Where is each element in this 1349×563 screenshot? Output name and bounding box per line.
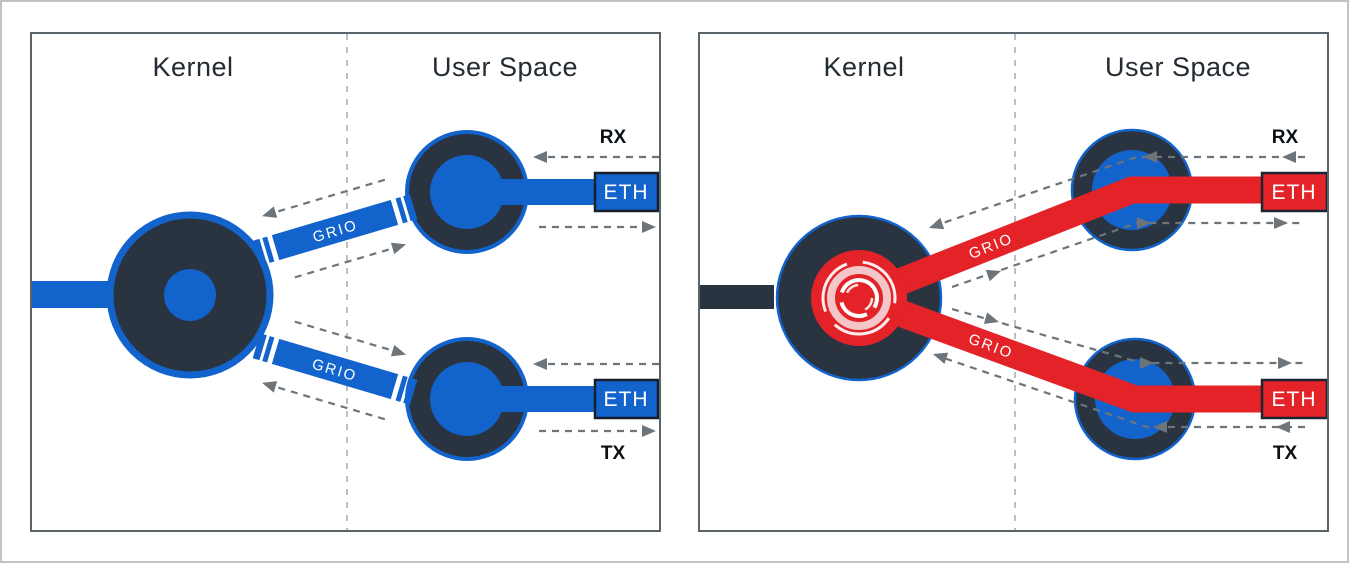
eth-badge-top-label: ETH — [604, 181, 649, 204]
user-space-title: User Space — [432, 52, 578, 82]
arrowhead-icon — [1278, 357, 1292, 369]
grio-pipe-dash — [395, 197, 408, 224]
grio-pipe-dash — [403, 377, 418, 405]
grio-pipe-dash — [262, 236, 275, 263]
arrowhead-icon — [1274, 217, 1288, 229]
grio-pipe-dash — [252, 333, 267, 361]
rx-flow-path-top — [930, 155, 1305, 229]
kernel-core-dot — [164, 269, 216, 321]
panel-right: Kernel User Space GRIO — [698, 32, 1329, 532]
arrowhead-icon — [262, 381, 278, 393]
tx-label: TX — [601, 443, 626, 464]
grio-flow-to-user-arrow — [294, 320, 399, 354]
eth-badge-top — [593, 171, 659, 213]
user-space-title: User Space — [1105, 52, 1251, 82]
grio-pipe-bottom: GRIO — [252, 320, 418, 421]
panel-left: Kernel User Space ETH ETH — [30, 32, 661, 532]
eth-badge-bottom-label: ETH — [604, 388, 649, 411]
kernel-title: Kernel — [823, 52, 904, 82]
vortex-ring — [839, 278, 879, 318]
kernel-stub-pipe — [700, 285, 774, 309]
grio-flow-to-kernel-arrow — [269, 178, 386, 215]
panel-right-canvas: Kernel User Space GRIO — [700, 34, 1327, 530]
grio-pipe-body — [271, 199, 399, 261]
eth-badge-bottom-label: ETH — [1272, 388, 1317, 411]
arrowhead-icon — [642, 221, 656, 233]
arrowhead-icon — [983, 312, 999, 324]
vortex-icon — [811, 250, 907, 346]
eth-badge-bottom — [1260, 378, 1327, 420]
arrowhead-icon — [642, 425, 656, 437]
eth-badge-top — [1260, 171, 1327, 213]
grio-flow-to-user-arrow — [294, 245, 399, 279]
vortex-outer — [811, 250, 907, 346]
grio-pipe-dash — [262, 336, 275, 363]
grio-bypass-pipe-top — [854, 176, 1327, 311]
rx-label: RX — [600, 127, 627, 148]
grio-pipe-dash — [403, 194, 418, 222]
eth-badge-top-label: ETH — [1272, 181, 1317, 204]
rx-label: RX — [1272, 127, 1299, 148]
arrowhead-icon — [1282, 151, 1296, 163]
eth-badge-bottom — [593, 378, 659, 420]
arrowhead-icon — [262, 206, 278, 218]
arrowhead-icon — [933, 352, 949, 365]
arrowhead-icon — [1276, 421, 1290, 433]
grio-flow-to-kernel-arrow — [269, 384, 386, 421]
arrowhead-icon — [1140, 357, 1154, 369]
arrowhead-icon — [533, 358, 547, 370]
vortex-ring — [844, 283, 874, 313]
arrowhead-icon — [533, 151, 547, 163]
arrowhead-icon — [985, 269, 1001, 282]
vortex-ring — [821, 260, 897, 336]
kernel-stub-pipe — [32, 281, 112, 308]
rx-flow-path-bottom — [934, 353, 1305, 429]
arrowhead-icon — [1153, 421, 1167, 433]
arrowhead-icon — [1143, 151, 1157, 163]
grio-pipe-body — [271, 338, 399, 400]
arrowhead-icon — [390, 242, 407, 255]
arrowhead-icon — [929, 217, 945, 230]
arrowhead-icon — [390, 344, 407, 357]
grio-pipe-dash — [395, 375, 408, 402]
arrowhead-icon — [1137, 217, 1151, 229]
grio-pipe-top: GRIO — [252, 178, 418, 279]
grio-pipe-dash — [252, 238, 267, 266]
panel-left-canvas: Kernel User Space ETH ETH — [32, 34, 659, 530]
vortex-ring — [827, 266, 891, 330]
tx-label: TX — [1273, 443, 1298, 464]
kernel-title: Kernel — [152, 52, 233, 82]
